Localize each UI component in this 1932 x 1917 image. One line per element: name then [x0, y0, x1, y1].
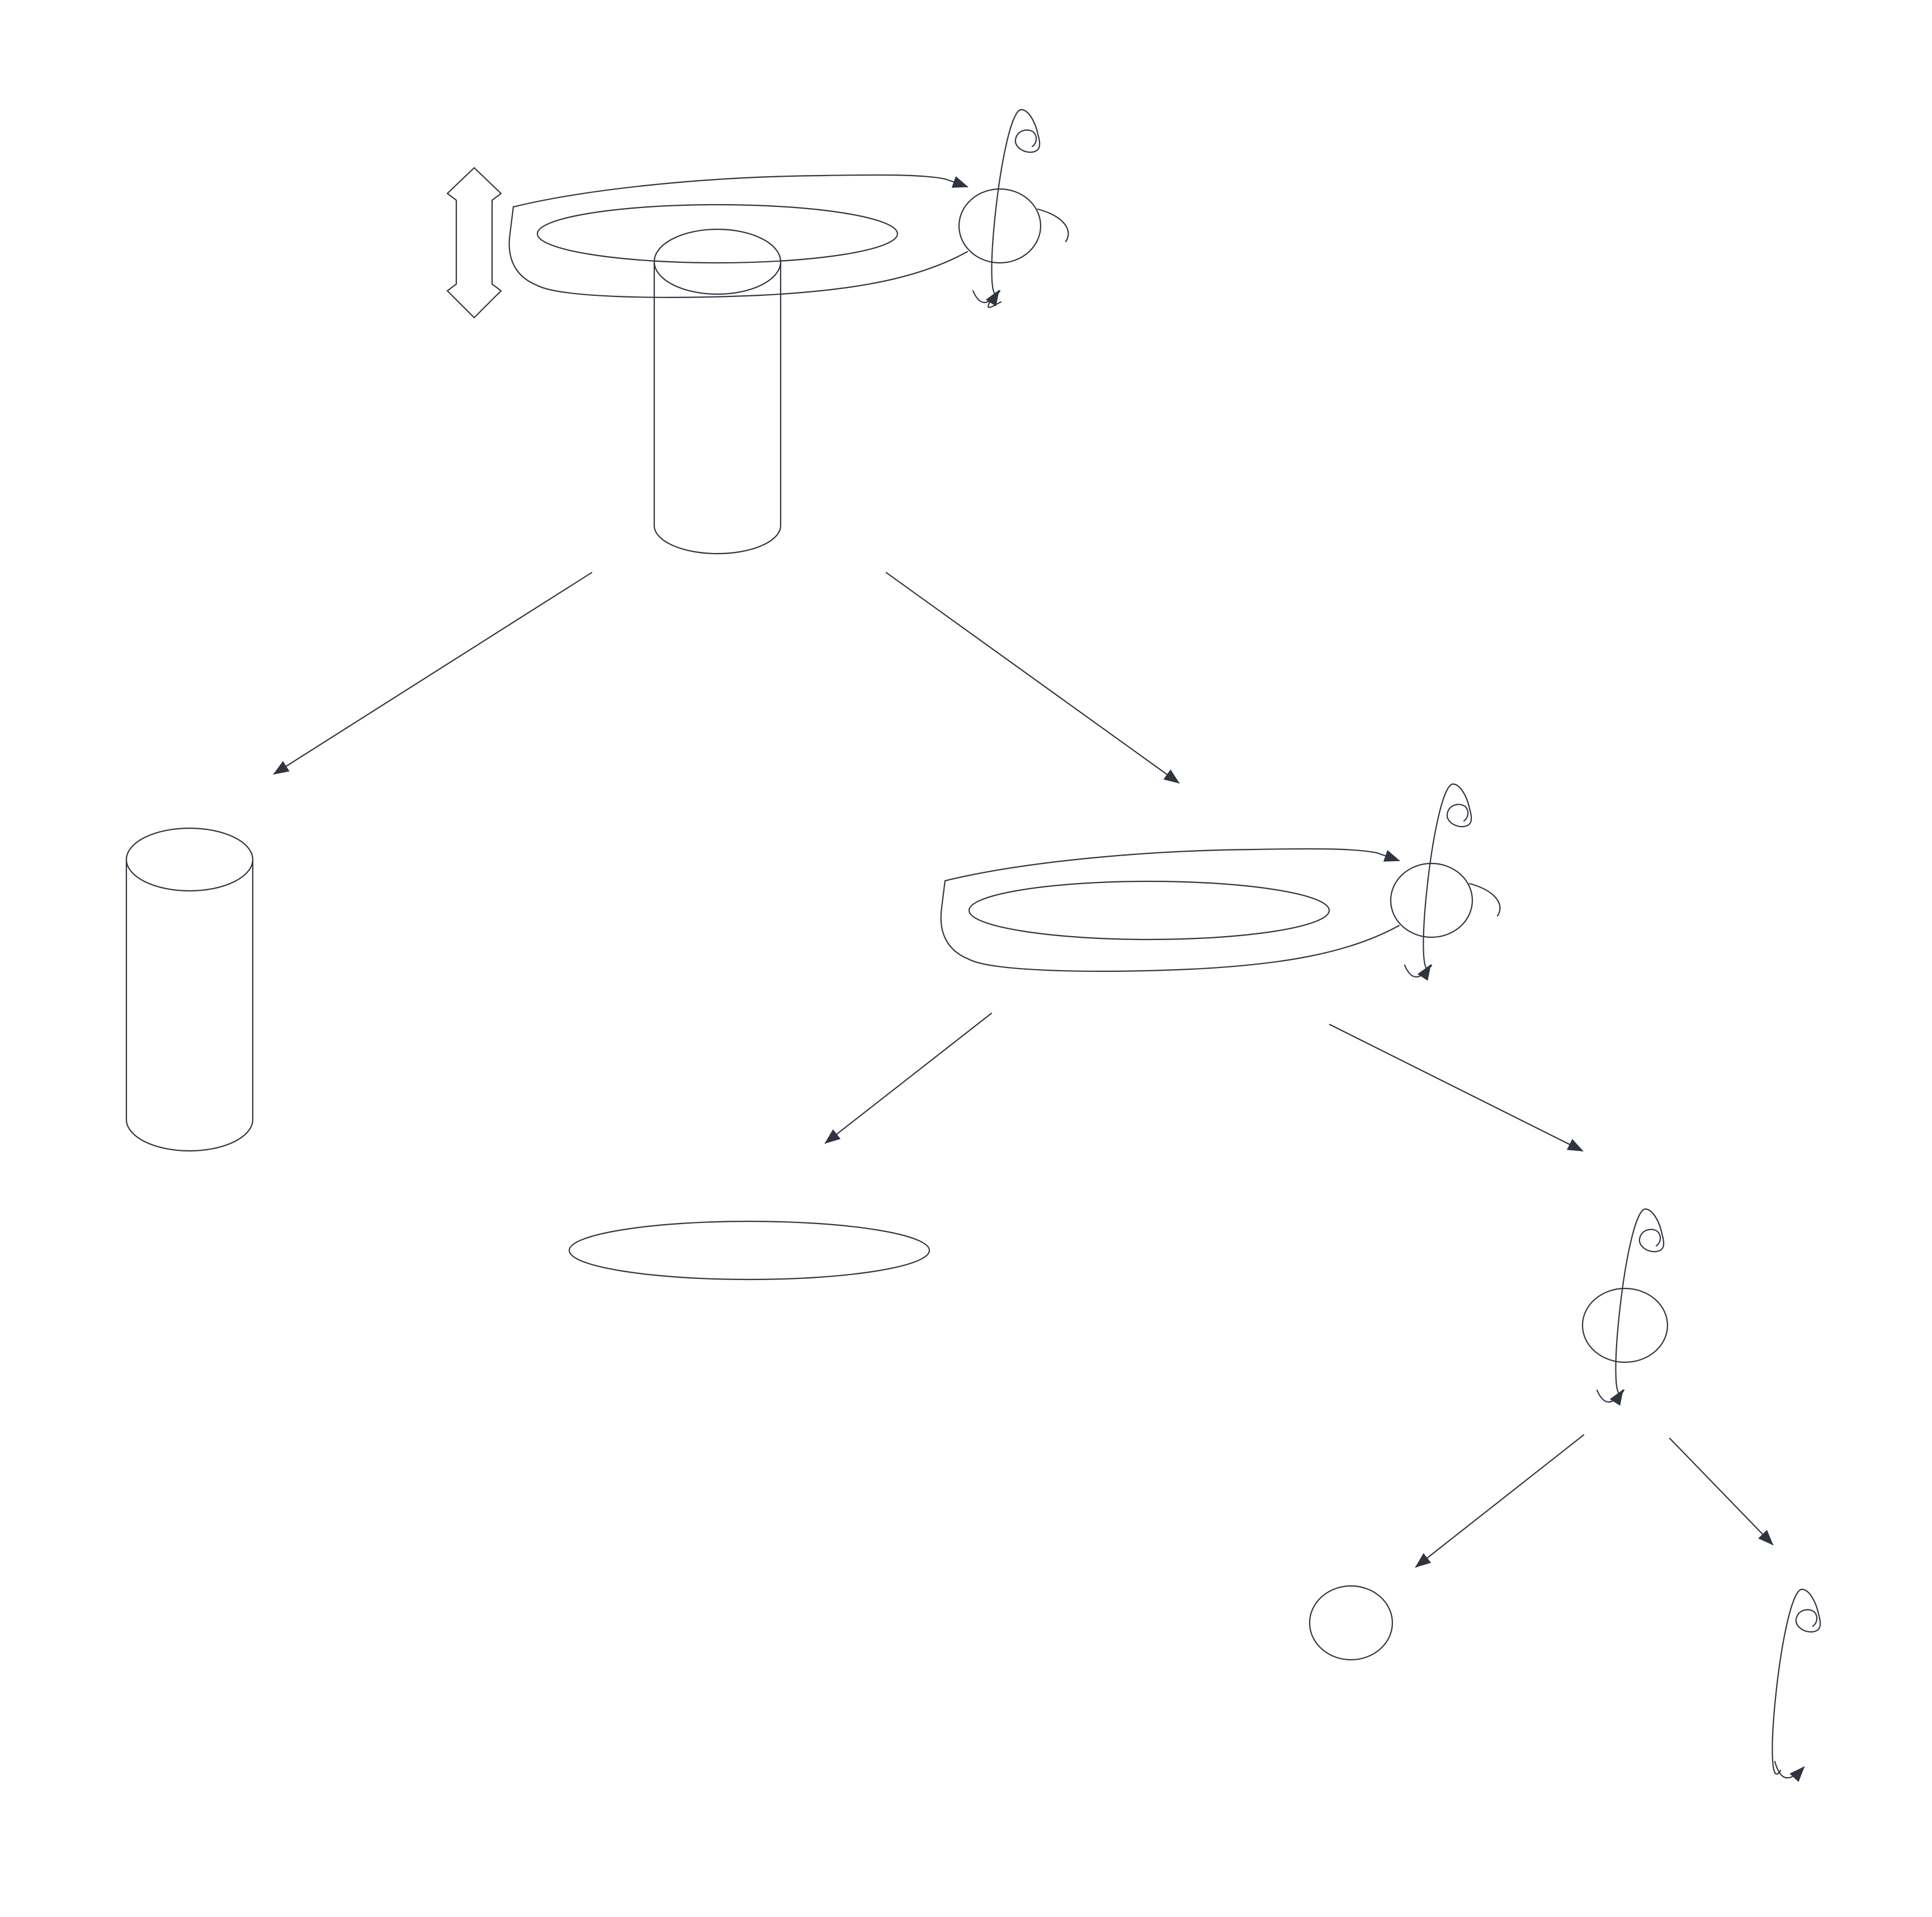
node-hook: [1772, 1588, 1821, 1782]
node-cylinder: [125, 827, 254, 1152]
sphere-icon: [1309, 1585, 1394, 1661]
horizontal-ring-icon: [568, 1220, 930, 1281]
hook-arrow: [1774, 1760, 1805, 1782]
edge-combined-to-ring: [824, 1012, 993, 1144]
edge-root-to-cylinder: [273, 572, 593, 775]
node-sphere: [1309, 1585, 1394, 1661]
hook-icon: [1615, 1208, 1665, 1395]
cylinder-top: [653, 228, 782, 295]
rotation-horizontal-axis-icon: [1037, 208, 1069, 243]
vertical-translation-icon: [446, 167, 502, 319]
sphere-icon: [958, 188, 1042, 264]
cylinder-top: [125, 827, 254, 892]
hook-arrow: [972, 290, 1000, 306]
inner-ring-ellipse: [536, 204, 899, 264]
rotation-vertical-axis-icon: [508, 174, 969, 298]
cylinder-body: [125, 858, 254, 1152]
sphere-icon: [1581, 1287, 1669, 1363]
hook-icon: [1772, 1588, 1821, 1775]
cylinder-body: [653, 261, 782, 555]
edge-root-to-combined-rotation: [885, 572, 1180, 784]
node-combined-rotation: [940, 783, 1501, 981]
hook-arrow: [1596, 1389, 1624, 1406]
rotation-vertical-axis-icon: [940, 848, 1400, 972]
rotation-horizontal-axis-icon: [1468, 882, 1501, 917]
hook-icon: [988, 108, 1041, 308]
edge-to-hook: [1669, 1437, 1774, 1546]
node-root: [446, 108, 1069, 555]
edge-to-sphere: [1415, 1434, 1585, 1568]
node-ring: [568, 1220, 930, 1281]
hook-arrow: [1404, 964, 1432, 981]
sphere-icon: [1390, 862, 1473, 938]
edge-combined-to-sphere-with-hook: [1329, 1023, 1584, 1152]
node-sphere-with-hook: [1581, 1208, 1669, 1406]
inner-ring-ellipse: [968, 880, 1330, 941]
hook-icon: [1423, 783, 1472, 970]
